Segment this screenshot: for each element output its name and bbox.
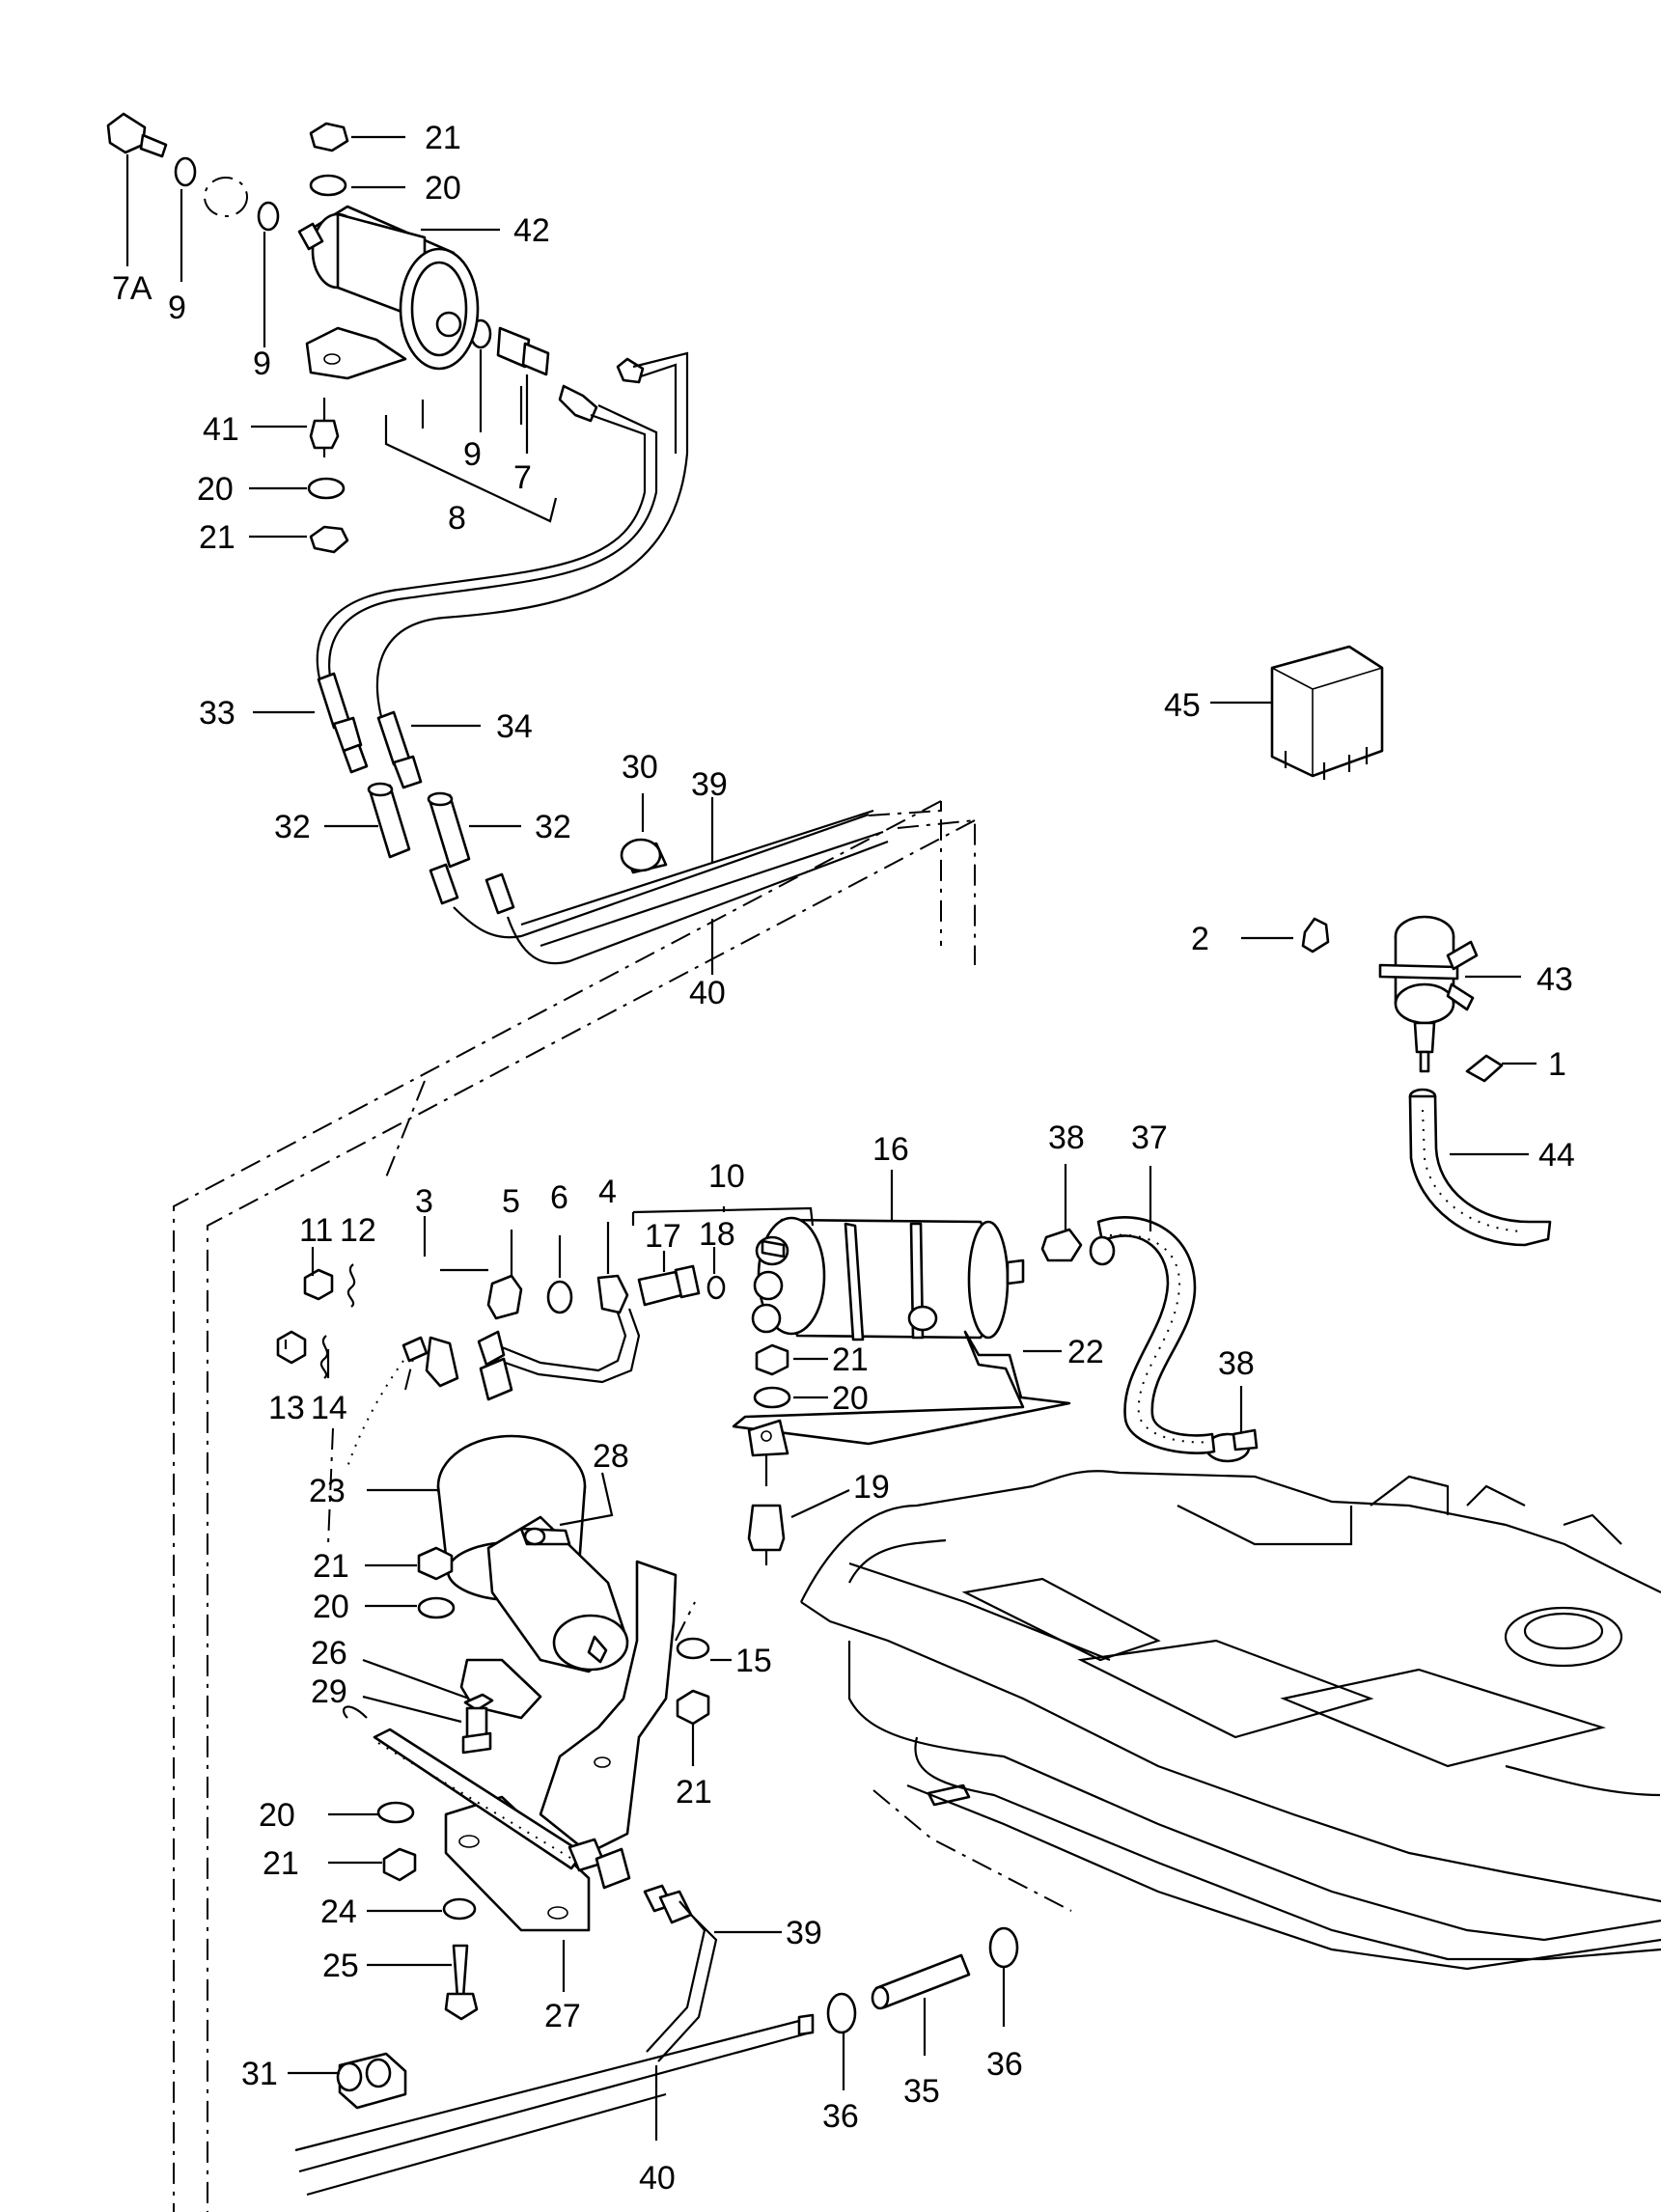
clamp-38 [1040, 1228, 1259, 1463]
label-37: 37 [1131, 1120, 1168, 1156]
reference-dash-lines [173, 800, 1072, 2212]
pipe-35-and-grommets-36 [826, 1783, 1019, 2034]
label-9-c: 9 [463, 436, 482, 473]
label-45: 45 [1164, 687, 1201, 724]
grommet-31 [336, 2052, 407, 2110]
label-38-b: 38 [1218, 1345, 1255, 1382]
label-24: 24 [320, 1894, 357, 1930]
label-39-a: 39 [691, 766, 728, 803]
label-21-a: 21 [425, 120, 461, 156]
nut-washer-21-20 [753, 1343, 791, 1409]
label-43: 43 [1536, 961, 1573, 998]
hose-44 [1408, 1088, 1552, 1247]
label-44: 44 [1538, 1137, 1575, 1174]
hardware-right [676, 1637, 710, 1726]
label-27: 27 [544, 1998, 581, 2034]
clip-2 [1301, 917, 1330, 954]
label-12: 12 [340, 1212, 376, 1249]
label-40-b: 40 [639, 2160, 676, 2197]
label-20-b: 20 [197, 471, 234, 508]
hardware-left [376, 1546, 494, 2021]
label-35: 35 [903, 2073, 940, 2110]
label-25: 25 [322, 1948, 359, 1984]
label-18: 18 [699, 1216, 735, 1253]
label-41: 41 [203, 411, 239, 448]
label-7: 7 [513, 459, 532, 496]
label-2: 2 [1191, 921, 1209, 957]
label-5: 5 [502, 1183, 520, 1220]
pressure-valve-43 [1378, 915, 1479, 1073]
leader-lines [125, 135, 1536, 2141]
fittings-left [276, 1263, 641, 1468]
union-17 [637, 1264, 726, 1307]
label-1: 1 [1548, 1046, 1566, 1083]
label-13: 13 [268, 1390, 305, 1426]
label-22: 22 [1067, 1334, 1104, 1370]
label-31: 31 [241, 2056, 278, 2092]
fuel-filter-assembly [106, 112, 645, 554]
label-42: 42 [513, 212, 550, 249]
label-32-a: 32 [274, 809, 311, 845]
label-34: 34 [496, 708, 533, 745]
label-8: 8 [448, 500, 466, 537]
label-36-a: 36 [822, 2098, 859, 2135]
label-3: 3 [415, 1183, 433, 1220]
label-20-a: 20 [425, 170, 461, 207]
label-9-b: 9 [253, 346, 271, 382]
hose-37 [1089, 1216, 1216, 1454]
fuel-pump-16 [751, 1216, 1025, 1341]
label-29: 29 [311, 1673, 347, 1710]
part-number-labels: 7A 9 9 9 7 8 21 20 42 41 20 21 33 34 32 … [112, 120, 1575, 2197]
label-23: 23 [309, 1473, 346, 1509]
label-21-b: 21 [199, 519, 235, 556]
label-21-e: 21 [676, 1774, 712, 1811]
fuel-tank [800, 1470, 1661, 1971]
rubber-mount-19 [747, 1455, 786, 1565]
label-38-a: 38 [1048, 1120, 1085, 1156]
label-15: 15 [735, 1643, 772, 1679]
label-36-b: 36 [986, 2046, 1023, 2083]
label-20-e: 20 [259, 1797, 295, 1834]
label-20-d: 20 [313, 1589, 349, 1625]
label-26: 26 [311, 1635, 347, 1672]
label-14: 14 [311, 1390, 347, 1426]
cap-1 [1465, 1054, 1504, 1083]
label-30: 30 [622, 749, 658, 786]
label-40-a: 40 [689, 975, 726, 1011]
label-6: 6 [550, 1179, 568, 1216]
label-21-f: 21 [263, 1845, 299, 1882]
label-20-c: 20 [832, 1380, 869, 1417]
label-9-a: 9 [168, 290, 186, 326]
label-21-c: 21 [832, 1341, 869, 1378]
label-11: 11 [299, 1212, 333, 1249]
label-28: 28 [593, 1438, 629, 1475]
fuel-lines-lower [294, 1705, 815, 2197]
label-33: 33 [199, 695, 235, 732]
label-10: 10 [708, 1158, 745, 1195]
label-4: 4 [598, 1174, 617, 1210]
bracket-22 [732, 1330, 1071, 1457]
label-17: 17 [645, 1218, 681, 1255]
grommet-30 [620, 838, 668, 874]
pump-28 [486, 1515, 629, 1673]
label-16: 16 [872, 1131, 909, 1168]
label-7a: 7A [112, 270, 152, 307]
fuel-pipes-upper [316, 351, 889, 965]
label-39-b: 39 [786, 1915, 822, 1951]
label-32-b: 32 [535, 809, 571, 845]
label-19: 19 [853, 1469, 890, 1506]
label-21-d: 21 [313, 1548, 349, 1585]
relay-45 [1270, 645, 1384, 780]
